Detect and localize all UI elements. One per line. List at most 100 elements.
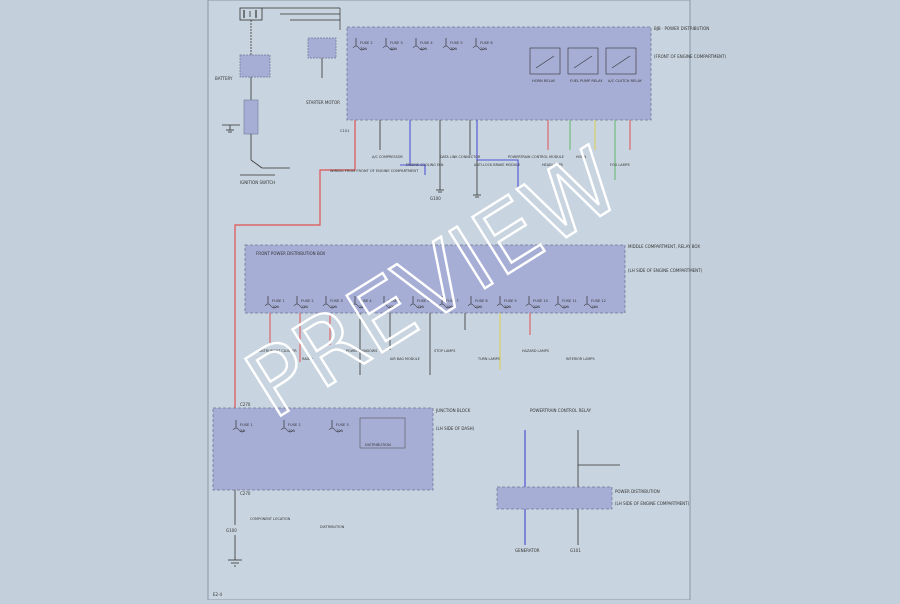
circuit-target-label: DATA LINK CONNECTOR (440, 155, 481, 159)
fuse-name: FUSE 6 (480, 41, 493, 45)
fuse-rating: 20A (359, 305, 367, 309)
top-box-caption: BJB · POWER DISTRIBUTION (654, 26, 709, 31)
fuse-icon (280, 427, 294, 433)
fuse-icon (382, 45, 396, 51)
relay-contact (535, 55, 555, 69)
main-fuse-box-ref: (LH SIDE OF ENGINE COMPARTMENT) (628, 268, 703, 273)
fuse-name: FUSE 3 (336, 423, 349, 427)
right-box-caption: POWER DISTRIBUTION (615, 489, 660, 494)
circuit-target-label: COMPONENT LOCATION (250, 517, 291, 521)
circuit-target-label: A/C COMPRESSOR (372, 155, 403, 159)
fuse-icon (554, 303, 568, 309)
fuse-icon (467, 303, 481, 309)
fuse-name: FUSE 6 (417, 299, 430, 303)
ignition-relay-box (239, 54, 271, 78)
circuit-target-label: DISTRIBUTION (320, 525, 345, 529)
relay-contact (573, 55, 593, 69)
top-box-ref: (FRONT OF ENGINE COMPARTMENT) (654, 54, 726, 59)
fuse-name: FUSE 3 (390, 41, 403, 45)
connector-c101: C101 (340, 129, 349, 133)
starter-label: STARTER MOTOR (306, 100, 340, 105)
battery-label: BATTERY (215, 76, 233, 81)
fuse-rating: 10A (336, 429, 344, 433)
fuse-rating: 15A (301, 305, 309, 309)
battery-section: BATTERY IGNITION SWITCH STARTER MOTOR (215, 7, 341, 185)
right-box-title: POWERTRAIN CONTROL RELAY (530, 408, 592, 413)
relay-icon (605, 47, 637, 75)
fuse-rating: 10A (388, 305, 396, 309)
circuit-target-label: INTERIOR LAMPS (566, 357, 595, 361)
fuse-rating: 20A (475, 305, 483, 309)
ground-icon (228, 559, 242, 567)
red-feed-wire (234, 120, 356, 410)
lower-box-title: C270 (240, 402, 251, 407)
circuit-target-label: ANTI-LOCK BRAKE MODULE (474, 163, 520, 167)
circuit-target-label: HAZARD LAMPS (522, 349, 549, 353)
fuse-rating: 10A (562, 305, 570, 309)
fuse-name: FUSE 1 (272, 299, 285, 303)
fuse-icon (380, 303, 394, 309)
fuse-rating: 30A (504, 305, 512, 309)
main-fuse-box-title: FRONT POWER DISTRIBUTION BOX (256, 251, 326, 256)
ignition-switch-icon (240, 159, 290, 176)
fuse-name: FUSE 4 (359, 299, 372, 303)
distribution-sub-box (359, 417, 406, 449)
fuse-name: FUSE 3 (330, 299, 343, 303)
circuit-target-label: ENGINE COOLING FAN (406, 163, 444, 167)
fuse-icon (409, 303, 423, 309)
fuse-name: FUSE 8 (475, 299, 488, 303)
fuse-name: FUSE 9 (504, 299, 517, 303)
circuit-target-label: HORN (576, 155, 587, 159)
fuse-name: FUSE 1 (240, 423, 253, 427)
ignition-switch-label: IGNITION SWITCH (240, 180, 275, 185)
distribution-label: DISTRIBUTION (365, 443, 391, 447)
fuse-icon (293, 303, 307, 309)
fuse-rating: 40A (420, 47, 428, 51)
ground-icon (222, 124, 240, 133)
relay-icon (529, 47, 561, 75)
fuse-icon (328, 427, 342, 433)
circuit-target-label: RADIO (302, 357, 313, 361)
fuse-icon (438, 303, 452, 309)
fuse-icon (442, 45, 456, 51)
circuit-target-label: INSTRUMENT CLUSTER (258, 349, 297, 353)
fuse-name: FUSE 5 (450, 41, 463, 45)
fuse-icon (352, 45, 366, 51)
main-fuse-box: FRONT POWER DISTRIBUTION BOX MIDDLE COMP… (244, 244, 703, 375)
fuse-rating: 30A (450, 47, 458, 51)
fuse-name: FUSE 7 (446, 299, 459, 303)
fuse-rating: 30A (360, 47, 368, 51)
relay-label: HORN RELAY (532, 79, 556, 83)
resistor (243, 99, 259, 135)
fuse-rating: 5A (240, 429, 245, 433)
fuse-icon (232, 427, 246, 433)
lower-box-caption: JUNCTION BLOCK (435, 408, 471, 413)
lower-left-box: C270 JUNCTION BLOCK (LH SIDE OF DASH) FU… (212, 402, 475, 597)
right-box-ref: (LH SIDE OF ENGINE COMPARTMENT) (615, 501, 690, 506)
fuse-name: FUSE 12 (591, 299, 606, 303)
relay-contact (611, 55, 631, 69)
main-fuse-box-caption: MIDDLE COMPARTMENT, RELAY BOX (628, 244, 700, 249)
ground-right-label: G101 (570, 548, 581, 553)
ground-main-bottom: G100 (226, 528, 237, 533)
ground-icon (436, 189, 444, 193)
fuse-rating: 20A (533, 305, 541, 309)
circuit-target-label: HEADLAMPS (542, 163, 563, 167)
fuse-icon (322, 303, 336, 309)
fuse-name: FUSE 5 (388, 299, 401, 303)
relay-label: FUEL PUMP RELAY (570, 79, 603, 83)
circuit-target-label: FOG LAMPS (610, 163, 630, 167)
fuse-icon (583, 303, 597, 309)
fuse-icon (496, 303, 510, 309)
page-ref: E2-4 (213, 592, 223, 597)
fuse-rating: 10A (272, 305, 280, 309)
ground-icon (473, 194, 481, 198)
right-small-box: POWERTRAIN CONTROL RELAY POWER DISTRIBUT… (496, 408, 690, 553)
fuse-name: FUSE 10 (533, 299, 549, 303)
generator-label: GENERATOR (515, 548, 540, 553)
ground-main-label: G100 (430, 196, 441, 201)
fuse-icon (264, 303, 278, 309)
fuse-name: FUSE 2 (360, 41, 373, 45)
